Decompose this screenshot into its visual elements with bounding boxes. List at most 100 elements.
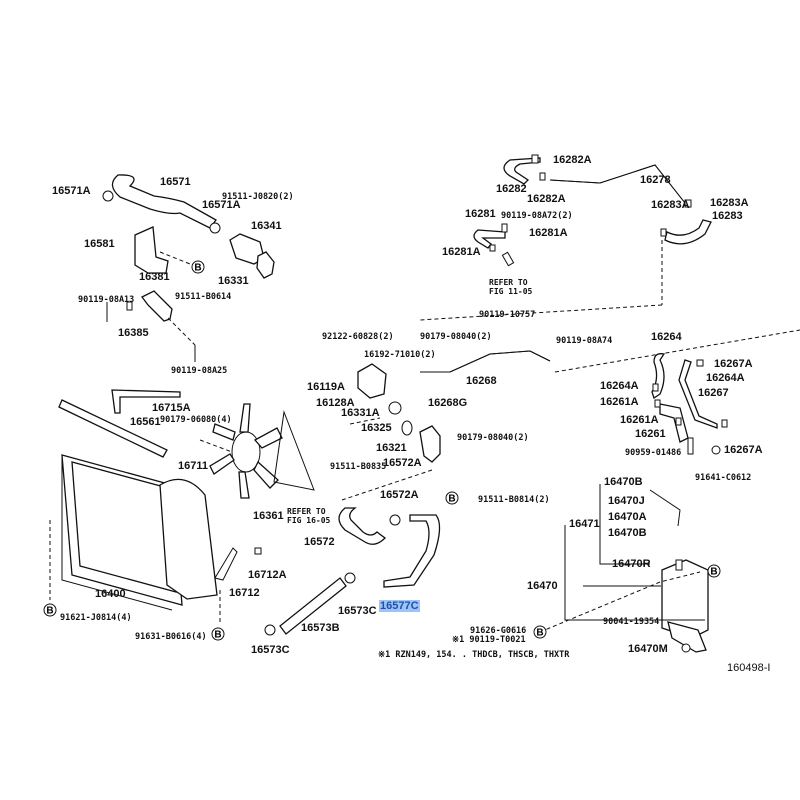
part-label-90041-19354[interactable]: 90041-19354 xyxy=(603,617,660,627)
part-label-16572A[interactable]: 16572A xyxy=(380,489,419,501)
part-label-16281A[interactable]: 16281A xyxy=(442,246,481,258)
hose-16283[interactable] xyxy=(664,219,712,245)
part-label-16400[interactable]: 16400 xyxy=(95,588,126,600)
part-label-16470A[interactable]: 16470A xyxy=(608,511,647,523)
clamp-16571A-left[interactable] xyxy=(102,190,114,202)
part-label-16561[interactable]: 16561 xyxy=(130,416,161,428)
clamp-16571A-right[interactable] xyxy=(209,222,221,234)
part-label-16573C[interactable]: 16573C xyxy=(251,644,290,656)
part-label-90179-08040[interactable]: 90179-08040(2) xyxy=(457,433,529,443)
part-label-16341[interactable]: 16341 xyxy=(251,220,282,232)
part-label-16471[interactable]: 16471 xyxy=(569,518,600,530)
bracket-16712[interactable] xyxy=(214,547,238,581)
v-belt[interactable] xyxy=(273,410,315,491)
part-label-16261A[interactable]: 16261A xyxy=(620,414,659,426)
part-label-90119-08A13[interactable]: 90119-08A13 xyxy=(78,295,135,305)
pipe-16577C[interactable] xyxy=(383,514,441,588)
part-label-16470M[interactable]: 16470M xyxy=(628,643,668,655)
clamp-16282A-2[interactable] xyxy=(539,172,546,181)
part-label-91511-B0835[interactable]: 91511-B0835 xyxy=(330,462,387,472)
part-label-90119-08A72[interactable]: 90119-08A72(2) xyxy=(501,211,573,221)
part-label-16267[interactable]: 16267 xyxy=(698,387,729,399)
part-label-16283A[interactable]: 16283A xyxy=(710,197,749,209)
clip-16712A[interactable] xyxy=(254,547,262,555)
hose-16261[interactable] xyxy=(659,403,689,443)
part-label-91511-J0820[interactable]: 91511-J0820(2) xyxy=(222,192,294,202)
part-label-16267A[interactable]: 16267A xyxy=(714,358,753,370)
part-label-90119-T0021[interactable]: ※1 90119-T0021 xyxy=(452,635,526,645)
part-label-16571[interactable]: 16571 xyxy=(160,176,191,188)
hose-16281[interactable] xyxy=(473,229,506,249)
part-label-16268G[interactable]: 16268G xyxy=(428,397,468,409)
part-label-16581[interactable]: 16581 xyxy=(84,238,115,250)
bracket-16381[interactable] xyxy=(141,290,173,322)
part-label-16470J[interactable]: 16470J xyxy=(608,495,645,507)
part-label-16470B[interactable]: 16470B xyxy=(608,527,647,539)
gasket-16325[interactable] xyxy=(401,420,413,436)
clamp-90959-01486[interactable] xyxy=(687,437,694,455)
part-label-16264A[interactable]: 16264A xyxy=(706,372,745,384)
part-label-91511-B0614[interactable]: 91511-B0614 xyxy=(175,292,232,302)
part-label-16264[interactable]: 16264 xyxy=(651,331,682,343)
part-label-16331A[interactable]: 16331A xyxy=(341,407,380,419)
hose-16267[interactable] xyxy=(678,359,718,429)
part-label-16571A[interactable]: 16571A xyxy=(202,199,241,211)
part-label-16119A[interactable]: 16119A xyxy=(307,381,345,393)
part-label-16470B[interactable]: 16470B xyxy=(604,476,643,488)
part-label-16571A[interactable]: 16571A xyxy=(52,185,91,197)
part-label-91631-B0616[interactable]: 91631-B0616(4) xyxy=(135,632,207,642)
pipe-16278[interactable] xyxy=(549,164,686,204)
part-label-16283A[interactable]: 16283A xyxy=(651,199,690,211)
reservoir-16470[interactable] xyxy=(661,559,709,653)
part-label-16128A[interactable]: 16128A xyxy=(316,397,355,409)
part-label-92122-60828[interactable]: 92122-60828(2) xyxy=(322,332,394,342)
radiator-support-16561[interactable] xyxy=(58,399,168,458)
part-label-16282[interactable]: 16282 xyxy=(496,183,527,195)
part-label-16712A[interactable]: 16712A xyxy=(248,569,287,581)
part-label-91626-G0616[interactable]: 91626-G0616 xyxy=(470,626,527,636)
thermostat-16331A[interactable] xyxy=(388,401,402,415)
fan-shroud-16711[interactable] xyxy=(159,478,218,600)
bracket-16581[interactable] xyxy=(134,226,169,274)
hose-16572[interactable] xyxy=(338,507,386,545)
part-label-16711[interactable]: 16711 xyxy=(178,460,208,472)
gasket-16341[interactable] xyxy=(256,251,275,279)
part-label-16361[interactable]: 16361 xyxy=(253,510,284,522)
part-label-16264A[interactable]: 16264A xyxy=(600,380,639,392)
part-label-16325[interactable]: 16325 xyxy=(361,422,392,434)
part-label-16283[interactable]: 16283 xyxy=(712,210,743,222)
part-label-16321[interactable]: 16321 xyxy=(376,442,407,454)
part-label-16385[interactable]: 16385 xyxy=(118,327,149,339)
overflow-hose-16470J[interactable] xyxy=(649,489,681,527)
drain-plug-16470M[interactable] xyxy=(681,643,691,653)
part-label-16261A[interactable]: 16261A xyxy=(600,396,639,408)
part-label-91621-J0814[interactable]: 91621-J0814(4) xyxy=(60,613,132,623)
part-label-90119-08A25[interactable]: 90119-08A25 xyxy=(171,366,228,376)
part-label-91511-B0814[interactable]: 91511-B0814(2) xyxy=(478,495,550,505)
hose-16282[interactable] xyxy=(503,157,541,185)
water-inlet-16321[interactable] xyxy=(419,425,441,463)
part-label-16381[interactable]: 16381 xyxy=(139,271,170,283)
part-label-16577C-highlighted[interactable]: 16577C xyxy=(379,600,420,612)
part-label-16282A[interactable]: 16282A xyxy=(553,154,592,166)
part-label-16281A[interactable]: 16281A xyxy=(529,227,568,239)
part-label-90179-08040[interactable]: 90179-08040(2) xyxy=(420,332,492,342)
water-outlet-16119A[interactable] xyxy=(357,363,387,399)
part-label-16470[interactable]: 16470 xyxy=(527,580,558,592)
part-label-16267A[interactable]: 16267A xyxy=(724,444,763,456)
radiator-16400[interactable] xyxy=(61,454,183,611)
bracket-16715A[interactable] xyxy=(111,389,181,414)
clamp-16282A[interactable] xyxy=(531,154,539,164)
pipe-16268[interactable] xyxy=(420,350,551,373)
part-label-16268[interactable]: 16268 xyxy=(466,375,497,387)
part-label-16192-71010[interactable]: 16192-71010(2) xyxy=(364,350,436,360)
part-label-90119-10757[interactable]: 90119-10757 xyxy=(479,310,536,320)
part-label-16282A[interactable]: 16282A xyxy=(527,193,566,205)
part-label-16715A[interactable]: 16715A xyxy=(152,402,191,414)
part-label-16572[interactable]: 16572 xyxy=(304,536,335,548)
part-label-90119-08A74[interactable]: 90119-08A74 xyxy=(556,336,613,346)
part-label-16261[interactable]: 16261 xyxy=(635,428,666,440)
part-label-91641-C0612[interactable]: 91641-C0612 xyxy=(695,473,752,483)
part-label-16572A[interactable]: 16572A xyxy=(383,457,422,469)
part-label-90179-06080[interactable]: 90179-06080(4) xyxy=(160,415,232,425)
